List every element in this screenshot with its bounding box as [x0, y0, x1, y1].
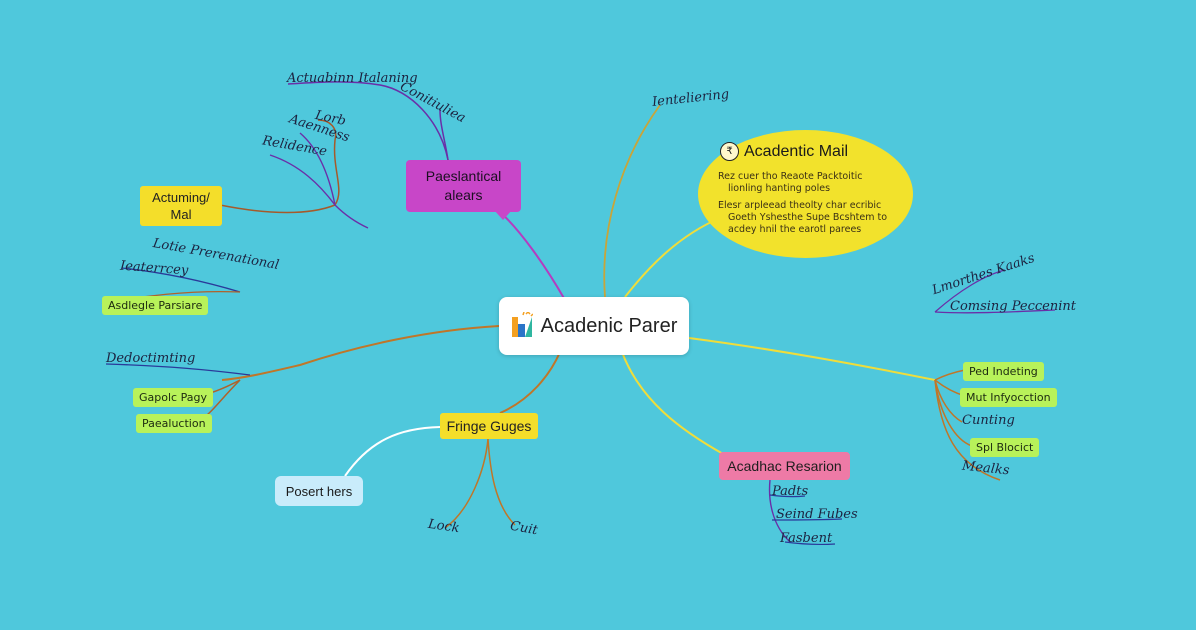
central-topic-node[interactable]: Acadenic Parer — [499, 297, 689, 355]
mail-line-2: lionling hanting poles — [728, 183, 831, 194]
link-top-right-branch — [934, 269, 1006, 313]
link-research-leaf-1 — [769, 494, 806, 498]
link-left-upper — [121, 267, 241, 293]
link-central-to-mail — [624, 217, 721, 298]
tag-asdlegle[interactable]: Asdlegle Parsiare — [102, 296, 209, 315]
link-aloud-to-lorb — [219, 119, 340, 214]
branch-comsing[interactable]: Comsing Peccenint — [950, 299, 1076, 314]
mail-line-3: Elesr arpleead theolty char ecribic — [718, 200, 882, 211]
link-central-to-ienteliering — [603, 104, 661, 298]
posert-node[interactable]: Posert hers — [275, 476, 363, 506]
branch-actuabinn[interactable]: Actuabinn Italaning — [287, 71, 418, 86]
link-lorb-to-relidence — [269, 154, 336, 206]
mail-title-text: Acadentic Mail — [744, 142, 849, 160]
link-magenta-to-actuabinn — [287, 81, 449, 161]
central-topic-label: Acadenic Parer — [540, 314, 678, 337]
link-dedoctimting — [105, 363, 251, 376]
link-right-mealks — [934, 379, 1001, 481]
link-central-to-magenta — [499, 211, 566, 301]
link-research-leaves — [768, 479, 791, 543]
link-fringe-to-lock — [444, 438, 489, 529]
leaf-seind-fubes[interactable]: Seind Fubes — [776, 507, 858, 522]
research-node[interactable]: Acadhac Resarion — [719, 452, 850, 480]
magenta-topic-line1: Paeslantical — [425, 168, 502, 184]
link-central-to-right — [688, 337, 936, 381]
magenta-topic-node[interactable]: Paeslantical alears — [406, 160, 521, 212]
link-central-to-fringe — [499, 351, 561, 414]
link-central-to-left — [221, 325, 500, 381]
branch-dedoctimting[interactable]: Dedoctimting — [106, 351, 196, 366]
tag-gapolc[interactable]: Gapolc Pagy — [133, 388, 213, 407]
link-fringe-to-posert — [344, 426, 441, 477]
mail-line-5: acdey hnil the earotl parees — [728, 224, 862, 235]
leaf-fasbent[interactable]: Fasbent — [780, 531, 833, 546]
tag-paealuction[interactable]: Paealuction — [136, 414, 212, 433]
mail-line-1: Rez cuer tho Reaote Packtoitic — [718, 171, 863, 182]
link-right-ped — [934, 369, 966, 381]
magenta-topic-line2: alears — [444, 187, 483, 203]
mail-line-4: Goeth Yshesthe Supe Bcshtem to — [728, 212, 887, 223]
leaf-lock[interactable]: Lock — [427, 516, 461, 537]
fringe-label: Fringe Guges — [446, 418, 532, 434]
actuming-line1: Actuming/ — [152, 190, 210, 205]
link-fringe-to-cuit — [487, 438, 516, 526]
academic-mail-title: ₹ Acadentic Mail — [720, 142, 848, 161]
tag-ped-indeting[interactable]: Ped Indeting — [963, 362, 1044, 381]
link-lorb-to-aaenness — [299, 132, 336, 206]
link-research-leaf-3 — [784, 541, 836, 545]
leaf-cunting[interactable]: Cunting — [962, 413, 1015, 428]
tag-spl-blocict[interactable]: Spl Blocict — [970, 438, 1040, 457]
link-central-to-research — [621, 351, 726, 456]
link-research-leaf-2 — [771, 518, 843, 521]
link-top-right-branch-2 — [934, 309, 1056, 314]
actuming-node[interactable]: Actuming/ Mal — [140, 186, 222, 226]
actuming-line2: Mal — [170, 207, 192, 222]
tag-mut-infyocction[interactable]: Mut Infyocction — [960, 388, 1057, 407]
posert-label: Posert hers — [285, 483, 353, 499]
link-actuabinn-to-conitiuliea — [439, 109, 449, 161]
fringe-node[interactable]: Fringe Guges — [440, 413, 538, 439]
link-lorb-tail — [334, 204, 369, 229]
leaf-padts[interactable]: Padts — [772, 484, 809, 499]
coin-badge-icon: ₹ — [720, 142, 739, 161]
academic-logo-icon — [511, 310, 534, 340]
speech-tail — [494, 210, 512, 220]
research-label: Acadhac Resarion — [727, 458, 842, 474]
